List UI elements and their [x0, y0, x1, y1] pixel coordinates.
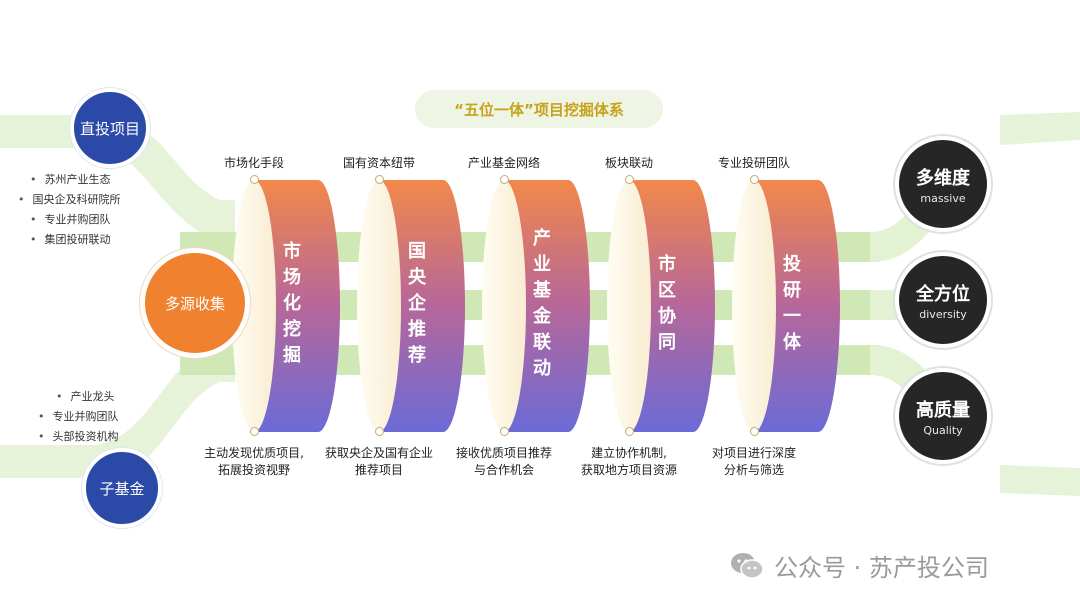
pillar-description: 对项目进行深度分析与筛选	[689, 445, 819, 479]
list-item: 专业并购团队	[38, 407, 119, 427]
pillar-bottom-dot	[375, 427, 384, 436]
pillar-description: 建立协作机制, 获取地方项目资源	[564, 445, 694, 479]
pillar-bottom-dot	[250, 427, 259, 436]
pillar-description: 接收优质项目推荐与合作机会	[439, 445, 569, 479]
list-item: 产业龙头	[56, 387, 119, 407]
pillar-top-label: 专业投研团队	[717, 156, 790, 170]
pillar-bottom-dot	[750, 427, 759, 436]
pillar-description-line: 建立协作机制,	[591, 446, 667, 460]
pillar-description: 主动发现优质项目, 拓展投资视野	[189, 445, 319, 479]
pillar-body	[629, 180, 715, 432]
pillar-cap	[357, 180, 401, 432]
wechat-icon	[730, 551, 764, 581]
list-item: 集团投研联动	[30, 230, 121, 250]
direct-investment-node: 直投项目	[70, 88, 150, 168]
pillar-top-dot	[625, 175, 634, 184]
pillar-top-label: 板块联动	[604, 156, 653, 170]
pillar-description-line: 对项目进行深度	[711, 446, 796, 460]
pillar-description-line: 接收优质项目推荐	[455, 446, 552, 460]
watermark-text: 公众号 · 苏产投公司	[774, 554, 989, 582]
outcome-massive-node: 多维度 massive	[895, 136, 991, 232]
multi-source-label: 多源收集	[164, 294, 225, 313]
pillar-body	[254, 180, 340, 432]
pillar-cap	[482, 180, 526, 432]
pillar-cap	[732, 180, 776, 432]
direct-investment-label: 直投项目	[79, 119, 140, 138]
direct-investment-list: 苏州产业生态 国央企及科研院所 专业并购团队 集团投研联动	[30, 170, 121, 250]
outcome-label: 多维度	[916, 167, 970, 189]
list-item: 苏州产业生态	[30, 170, 121, 190]
pillar-body	[379, 180, 465, 432]
pillar-name: 国央企推荐	[405, 241, 426, 371]
outcome-sublabel: massive	[920, 191, 966, 205]
pillar-description-line: 与合作机会	[473, 463, 534, 477]
pillar-description-line: 主动发现优质项目,	[204, 446, 304, 460]
outcome-label: 高质量	[916, 399, 970, 421]
pillar-bottom-dot	[625, 427, 634, 436]
pillar-cap	[232, 180, 276, 432]
pillar-name: 投研一体	[780, 254, 801, 358]
list-item: 专业并购团队	[30, 210, 121, 230]
pillar-body	[754, 180, 840, 432]
diagram-title: “五位一体”项目挖掘体系	[415, 90, 663, 128]
pillar-description-line: 分析与筛选	[723, 463, 784, 477]
sub-fund-list: 产业龙头 专业并购团队 头部投资机构	[52, 387, 119, 447]
list-item: 头部投资机构	[38, 427, 119, 447]
list-item: 国央企及科研院所	[18, 190, 121, 210]
pillar-description-line: 获取地方项目资源	[580, 463, 677, 477]
pillar-description: 获取央企及国有企业推荐项目	[314, 445, 444, 479]
pillar-description-line: 拓展投资视野	[217, 463, 290, 477]
pillar-name: 市区协同	[655, 254, 676, 358]
pillar-body	[504, 180, 590, 432]
pillar-cap	[607, 180, 651, 432]
pillar-top-label: 产业基金网络	[467, 156, 540, 170]
pillar-bottom-dot	[500, 427, 509, 436]
pillar-top-dot	[250, 175, 259, 184]
pillar-top-label: 国有资本纽带	[342, 156, 415, 170]
sub-fund-label: 子基金	[99, 479, 145, 498]
pillar-name: 产业基金联动	[530, 228, 551, 384]
outcome-sublabel: Quality	[923, 423, 963, 437]
outcome-quality-node: 高质量 Quality	[895, 368, 991, 464]
multi-source-node: 多源收集	[140, 248, 250, 358]
pillar-top-dot	[750, 175, 759, 184]
pillar-name: 市场化挖掘	[280, 241, 301, 371]
pillar-description-line: 推荐项目	[354, 463, 403, 477]
pillar-top-dot	[500, 175, 509, 184]
outcome-diversity-node: 全方位 diversity	[895, 252, 991, 348]
pillar-top-dot	[375, 175, 384, 184]
pillar-top-label: 市场化手段	[223, 156, 284, 170]
outcome-label: 全方位	[916, 283, 970, 305]
watermark: 公众号 · 苏产投公司	[730, 548, 989, 583]
pillar-description-line: 获取央企及国有企业	[324, 446, 433, 460]
outcome-sublabel: diversity	[919, 307, 967, 321]
sub-fund-node: 子基金	[82, 448, 162, 528]
